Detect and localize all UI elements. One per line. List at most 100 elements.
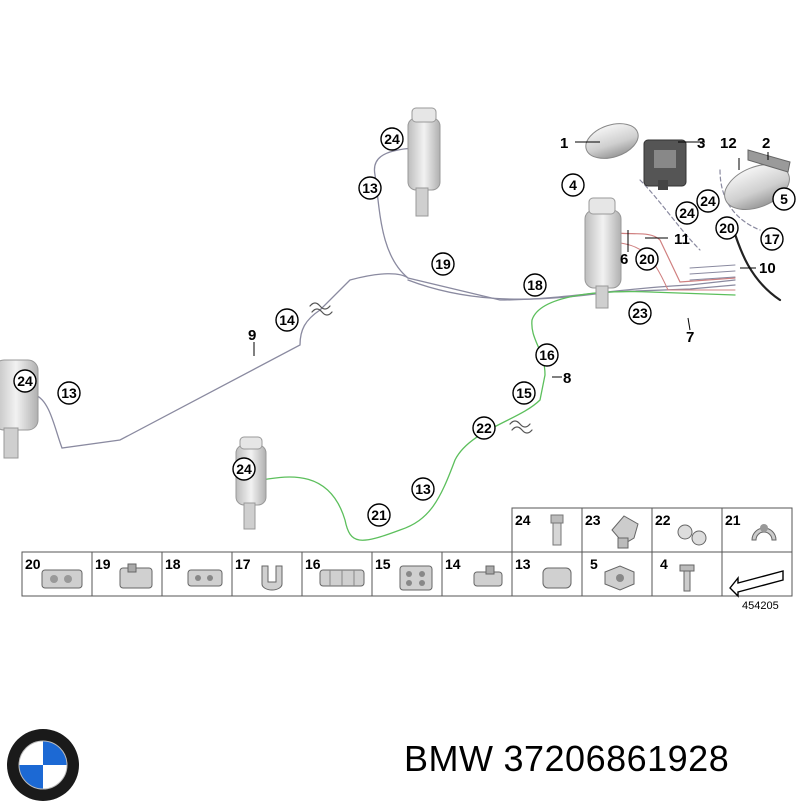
grid-cell-20-label: 20 bbox=[25, 556, 41, 572]
strut-right bbox=[584, 197, 622, 309]
twin-clip-icon bbox=[677, 524, 707, 546]
grid-cell-18-label: 18 bbox=[165, 556, 181, 572]
air-line-7 bbox=[689, 264, 736, 281]
callout-number: 15 bbox=[516, 385, 532, 401]
air-lines bbox=[34, 147, 782, 541]
callout-circle bbox=[358, 176, 382, 200]
callout-number: 18 bbox=[527, 277, 543, 293]
callout-c24-r2: 24 bbox=[675, 201, 699, 225]
callout-number: 24 bbox=[679, 205, 695, 221]
callout-number: 13 bbox=[362, 180, 378, 196]
callout-circle bbox=[715, 216, 739, 240]
grid-cell-22-label: 22 bbox=[655, 512, 671, 528]
grid-cell-14-label: 14 bbox=[445, 556, 461, 572]
holder-clip-icon bbox=[119, 563, 153, 589]
callout-number: 20 bbox=[639, 251, 655, 267]
callout-number: 24 bbox=[236, 461, 252, 477]
single-holder-icon bbox=[473, 565, 503, 587]
callout-c19: 19 bbox=[431, 252, 455, 276]
callout-c23: 23 bbox=[628, 301, 652, 325]
callout-circle bbox=[367, 503, 391, 527]
label-2: 2 bbox=[762, 135, 770, 152]
callout-number: 21 bbox=[371, 507, 387, 523]
callout-circle bbox=[523, 273, 547, 297]
grid-cell-16-label: 16 bbox=[305, 556, 321, 572]
callout-number: 17 bbox=[764, 231, 780, 247]
callout-number: 23 bbox=[632, 305, 648, 321]
label-6: 6 bbox=[620, 251, 628, 268]
brand-name: BMW bbox=[404, 738, 494, 779]
callout-circle bbox=[13, 369, 37, 393]
double-clip-icon bbox=[611, 515, 639, 549]
callout-number: 14 bbox=[279, 312, 295, 328]
callout-number: 24 bbox=[17, 373, 33, 389]
callout-circle bbox=[57, 381, 81, 405]
callout-c20-b: 20 bbox=[635, 247, 659, 271]
callout-number: 19 bbox=[435, 256, 451, 272]
grid-cell-19-label: 19 bbox=[95, 556, 111, 572]
part-number: 37206861928 bbox=[503, 738, 730, 779]
callout-c13-left: 13 bbox=[57, 381, 81, 405]
callout-c14: 14 bbox=[275, 308, 299, 332]
label-1: 1 bbox=[560, 135, 568, 152]
callout-c16: 16 bbox=[535, 343, 559, 367]
grid-cell-21-label: 21 bbox=[725, 512, 741, 528]
callout-c24-top: 24 bbox=[380, 127, 404, 151]
grid-cell-5-label: 5 bbox=[590, 556, 598, 572]
label-3: 3 bbox=[697, 135, 705, 152]
callout-c22: 22 bbox=[472, 416, 496, 440]
grid-cell-23-label: 23 bbox=[585, 512, 601, 528]
break-symbol-14 bbox=[309, 302, 333, 316]
callout-circle bbox=[512, 381, 536, 405]
air-line-8 bbox=[261, 290, 736, 541]
callout-circle bbox=[760, 227, 784, 251]
callout-c13-top: 13 bbox=[358, 176, 382, 200]
strut-top bbox=[407, 107, 441, 217]
double-holder-icon bbox=[187, 569, 223, 587]
grid-cell-15-label: 15 bbox=[375, 556, 391, 572]
strut-left bbox=[0, 359, 39, 459]
connector-icon bbox=[550, 514, 564, 546]
label-11: 11 bbox=[674, 231, 690, 248]
label-9: 9 bbox=[248, 327, 256, 344]
break-symbol-22 bbox=[509, 420, 533, 434]
callout-c17: 17 bbox=[760, 227, 784, 251]
callout-circle bbox=[472, 416, 496, 440]
label-7: 7 bbox=[686, 329, 694, 346]
callout-number: 16 bbox=[539, 347, 555, 363]
callout-c24-left: 24 bbox=[13, 369, 37, 393]
parts-grid-top-row: 24 23 22 21 bbox=[511, 507, 793, 553]
parts-grid: 24 23 22 21 bbox=[21, 507, 793, 612]
callout-c20: 20 bbox=[715, 216, 739, 240]
callout-number: 5 bbox=[780, 191, 788, 207]
callout-number: 13 bbox=[61, 385, 77, 401]
callout-number: 24 bbox=[384, 131, 400, 147]
clip-icon bbox=[542, 567, 572, 589]
arrow-icon bbox=[729, 570, 784, 598]
label-8: 8 bbox=[563, 370, 571, 387]
callout-number: 24 bbox=[700, 193, 716, 209]
callout-circle bbox=[561, 173, 585, 197]
grid-cell-13-label: 13 bbox=[515, 556, 531, 572]
callout-c13-mid: 13 bbox=[411, 477, 435, 501]
pipe-clip-icon bbox=[751, 524, 777, 541]
callout-c15: 15 bbox=[512, 381, 536, 405]
grid-cell-4-label: 4 bbox=[660, 556, 668, 572]
multi-holder-icon bbox=[319, 569, 365, 587]
callout-c5: 5 bbox=[772, 187, 796, 211]
air-line-9 bbox=[34, 273, 736, 449]
label-12: 12 bbox=[720, 135, 737, 152]
callout-circle bbox=[635, 247, 659, 271]
callout-circle bbox=[275, 308, 299, 332]
callout-circle bbox=[535, 343, 559, 367]
air-line-compressor bbox=[639, 169, 761, 251]
callout-c18: 18 bbox=[523, 273, 547, 297]
nut-icon bbox=[604, 565, 635, 591]
callout-circle bbox=[675, 201, 699, 225]
leader-lines bbox=[253, 141, 769, 378]
callout-c4: 4 bbox=[561, 173, 585, 197]
pressure-tank-1 bbox=[585, 123, 639, 159]
